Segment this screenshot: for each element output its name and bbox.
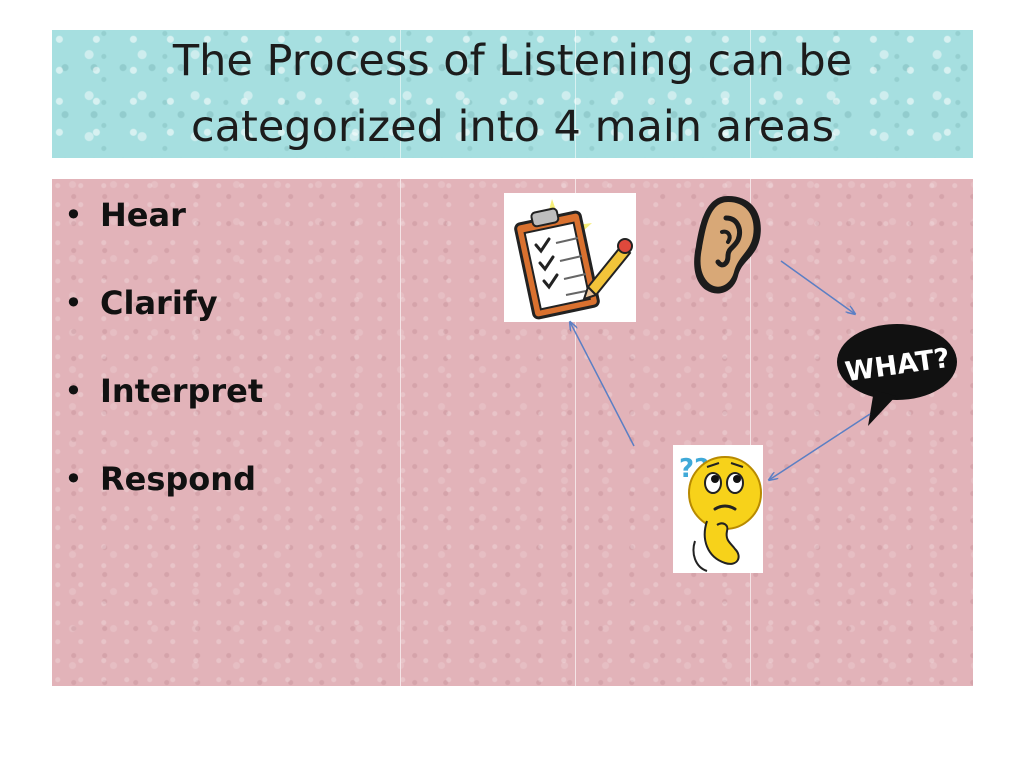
title-band [52,30,973,158]
thinking-face-icon: ?? [673,445,763,573]
bullet-list: • Hear • Clarify • Interpret • Respond [60,190,263,542]
bullet-dot: • [64,284,83,322]
bullet-label: Interpret [100,372,264,410]
bullet-item-hear: • Hear [60,190,263,278]
column-divider [575,179,576,686]
bullet-dot: • [64,372,83,410]
arrow-face-to-clipboard [570,322,635,447]
bullet-label: Clarify [100,284,218,322]
bullet-label: Respond [100,460,256,498]
clipboard-checklist-icon [504,193,636,322]
slide-title: The Process of Listening can be categori… [172,36,853,152]
bullet-item-clarify: • Clarify [60,278,263,366]
ear-icon [688,192,766,300]
bullet-dot: • [64,460,83,498]
content-area [52,179,973,686]
column-divider [400,179,401,686]
bullet-label: Hear [100,196,186,234]
bullet-item-interpret: • Interpret [60,366,263,454]
arrow-bubble-to-face [769,413,871,480]
speech-bubble-icon: WHAT? [834,318,960,428]
title-column-line [750,30,751,158]
title-column-line [575,30,576,158]
bullet-dot: • [64,196,83,234]
title-column-line [400,30,401,158]
arrow-ear-to-bubble [780,260,855,314]
column-divider [750,179,751,686]
bullet-item-respond: • Respond [60,454,263,542]
